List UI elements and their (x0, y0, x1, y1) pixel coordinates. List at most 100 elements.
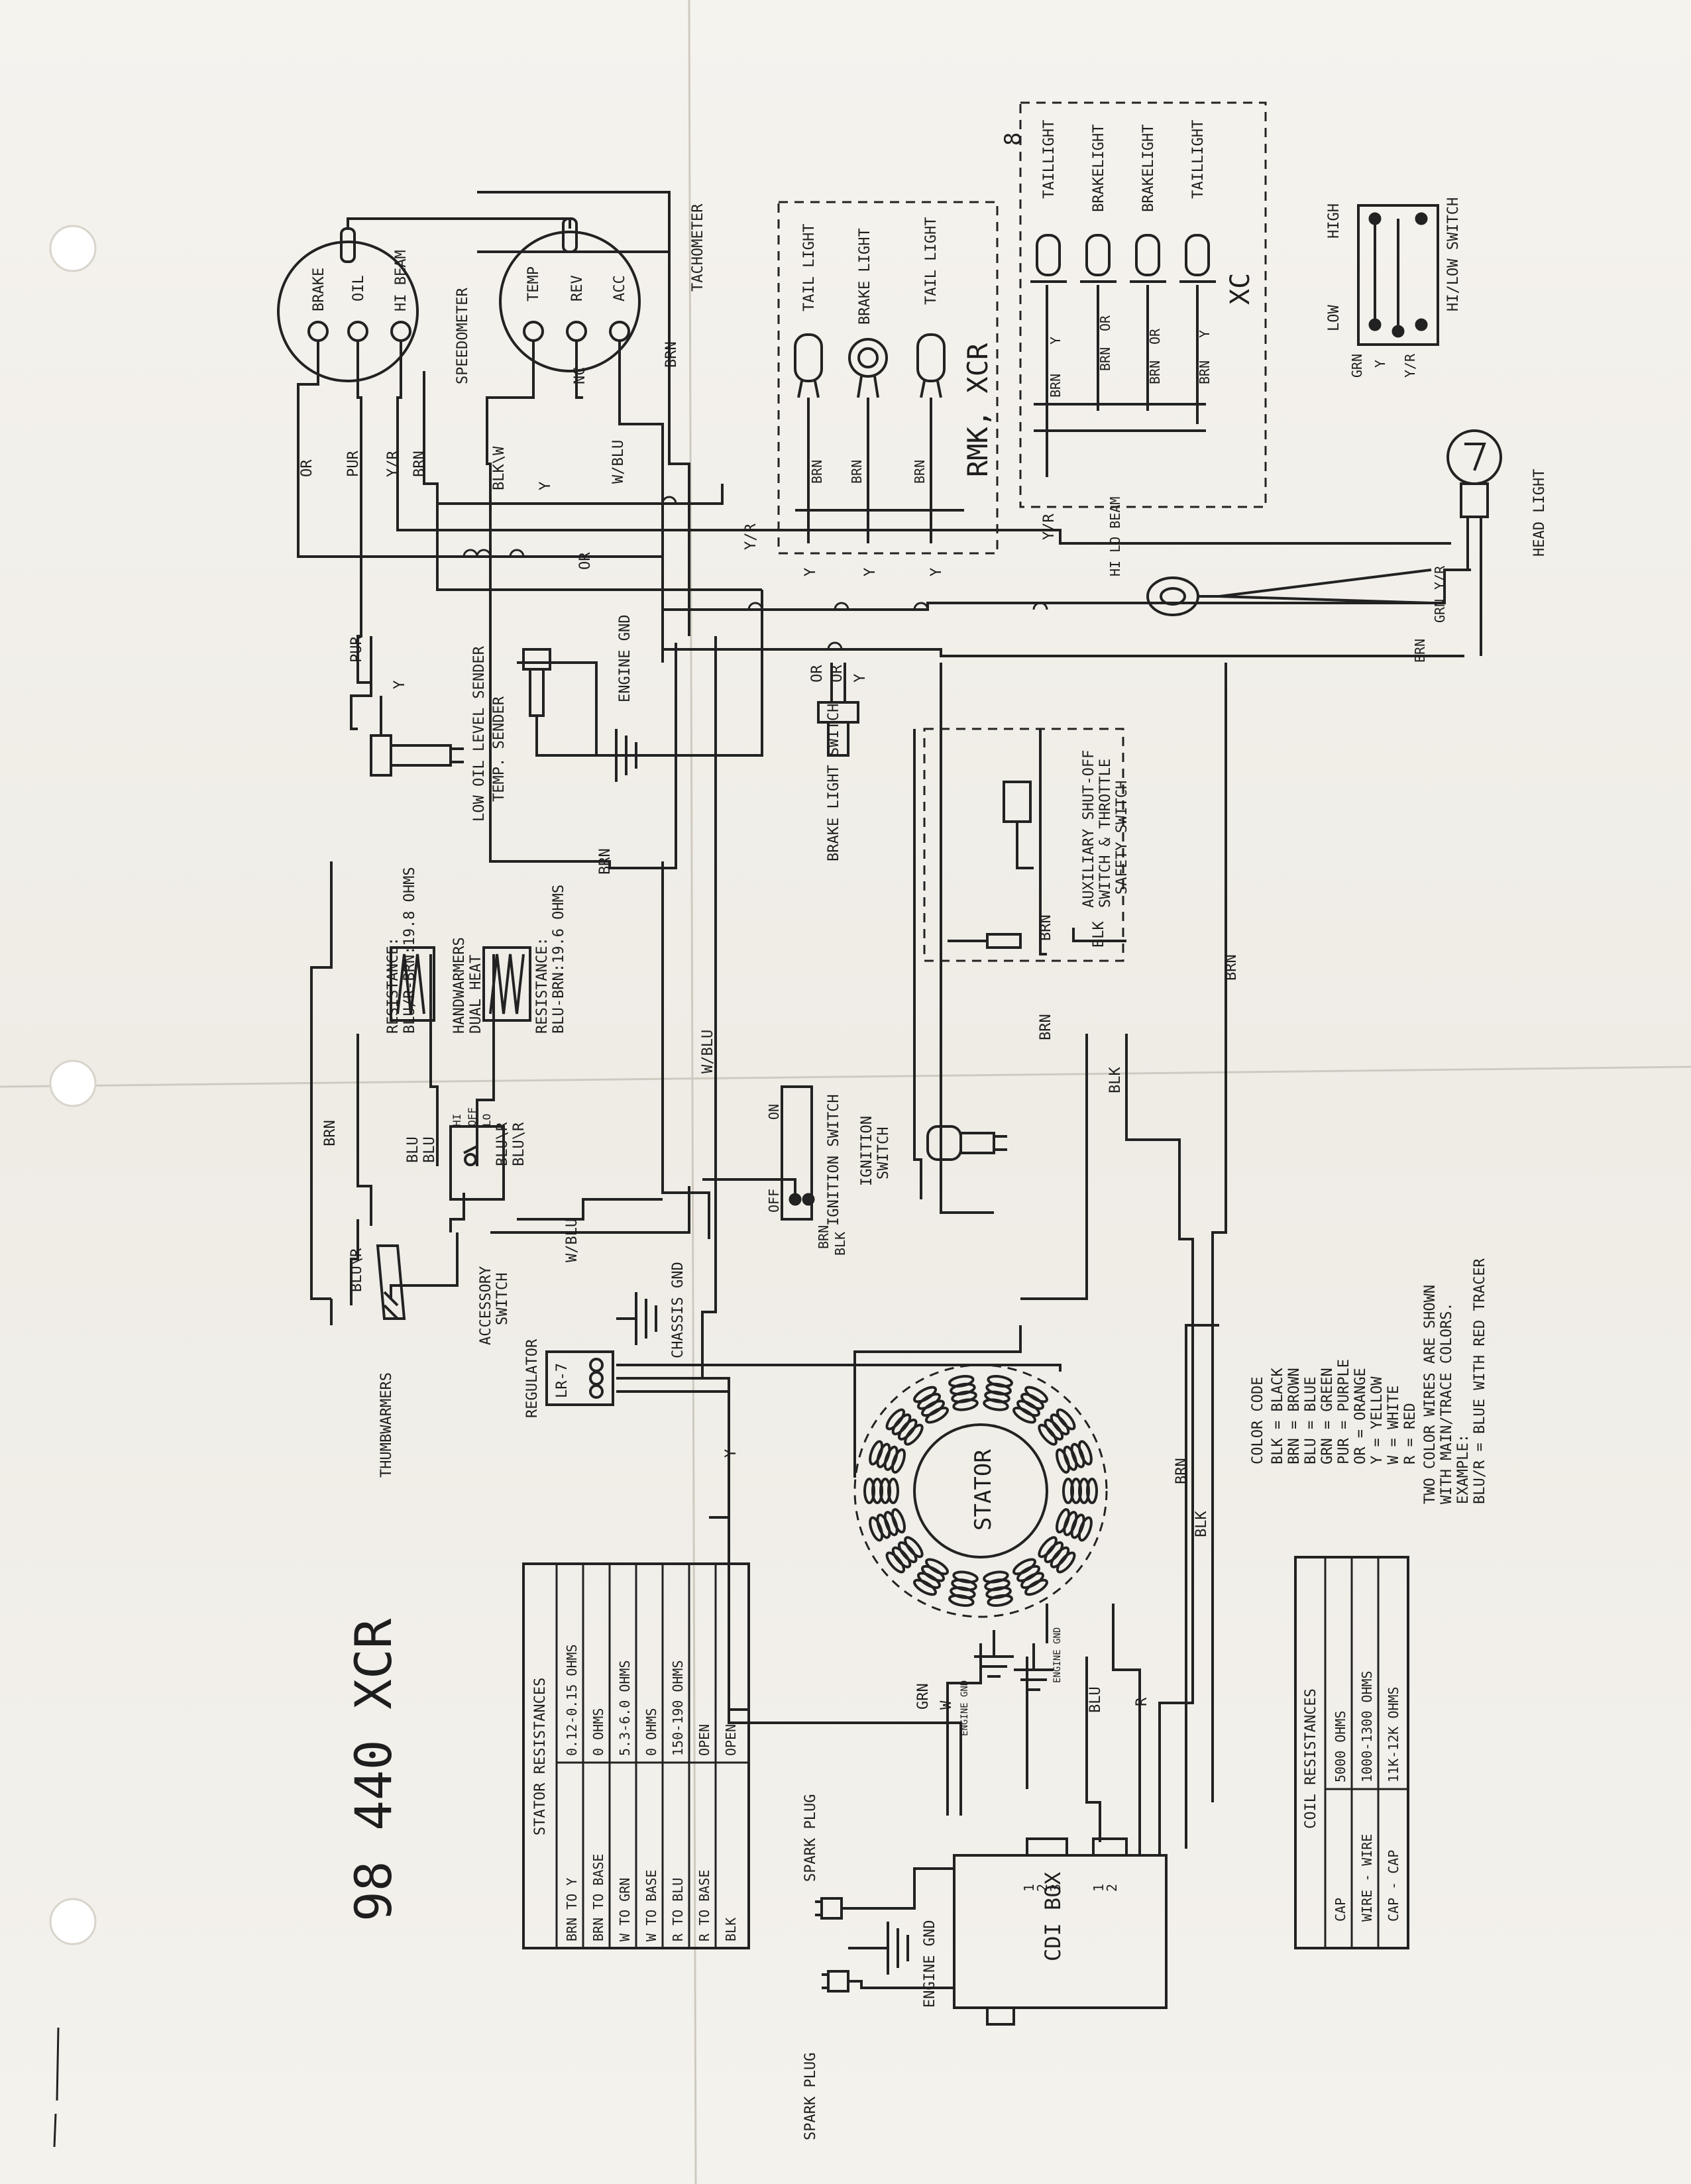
wire-label-blk-aux: BLK (1091, 921, 1107, 948)
wire-label-w-blu-acc: W/BLU (564, 1219, 580, 1262)
rmk-lamp-brake: BRAKE LIGHT (857, 228, 873, 325)
xc-wire-or-2: OR (1147, 328, 1163, 345)
coil-row-0-value: 5000 OHMS (1333, 1711, 1348, 1782)
wire-label-y: Y (537, 482, 554, 490)
aux-safety-switch: AUXILIARY SHUT-OFF SWITCH & THROTTLE SAF… (923, 728, 1130, 962)
ignition-switch-key: IGNITION SWITCH (859, 1116, 1007, 1186)
color-code-entry-0: BLK = BLACK (1270, 1368, 1286, 1464)
hw-res-b-1: RESISTANCE: (534, 937, 551, 1034)
cdi-pin-b1: 1 (1091, 1884, 1107, 1892)
rmk-lamp-tail-1: TAIL LIGHT (801, 224, 818, 311)
rmk-wire-brn-3: BRN (912, 460, 928, 484)
stator-coil (913, 1558, 949, 1596)
wire-label-or-mid: OR (577, 552, 594, 570)
stator-coil (1038, 1408, 1076, 1446)
wire-label-grn-cdi: GRN (915, 1683, 932, 1710)
page-number: 8 (1000, 133, 1026, 146)
xc-wire-brn-1: BRN (1048, 374, 1064, 398)
wire-label-y-sender: Y (392, 681, 408, 689)
xc-lamp-brake-1: BRAKELIGHT (1091, 125, 1107, 212)
paper-fold-vertical (688, 0, 697, 2184)
xc-wire-or-1: OR (1097, 315, 1113, 331)
cdi-pin-a2: 2 (1034, 1884, 1050, 1892)
engine-ground-temp: ENGINE GND (522, 615, 637, 782)
hi-lo-beam-connector: HI LO BEAM Y/R GRN BRN (1107, 497, 1448, 663)
stator-coil (1038, 1536, 1076, 1574)
stator-coil (948, 1374, 979, 1411)
stator: STATOR (853, 1364, 1108, 1618)
thumbwarmers: THUMBWARMERS (376, 1244, 406, 1478)
hilo-wire-y: Y (1372, 360, 1388, 368)
wire-label-pur: PUR (345, 451, 362, 477)
main-harness (297, 219, 1471, 1855)
head-light: HEAD LIGHT (1446, 429, 1548, 656)
color-code-entry-7: W = WHITE (1386, 1386, 1402, 1464)
stator-coil (885, 1408, 924, 1446)
stator-row-3-test: W TO BASE (643, 1870, 659, 1941)
hilo-high-label: HIGH (1326, 203, 1342, 239)
color-code-entry-6: Y = YELLOW (1369, 1376, 1386, 1464)
regulator: LR-7 REGULATOR (524, 1338, 614, 1418)
cdi-pin-a3: 3 (1048, 1884, 1064, 1892)
cdi-box: CDI BOX 1 2 3 1 2 (953, 1837, 1168, 2026)
stator-table-title: STATOR RESISTANCES (532, 1678, 549, 1835)
brake-switch-label-1: BRAKE LIGHT SWITCH (826, 704, 842, 861)
wire-label-blu-b: BLU (421, 1136, 438, 1163)
wire-label-pur-low: PUR (349, 636, 365, 663)
hw-label-2: DUAL HEAT (468, 955, 484, 1034)
stator-coil (885, 1536, 924, 1574)
speedometer-label: SPEEDOMETER (455, 288, 471, 384)
thumbwarmers-label: THUMBWARMERS (378, 1372, 395, 1478)
coil-row-2-value: 11K-12K OHMS (1386, 1687, 1401, 1783)
regulator-part: LR-7 (554, 1363, 571, 1398)
stator-coil (1012, 1558, 1048, 1596)
tachometer-label: TACHOMETER (690, 203, 706, 292)
spark-plug-label-2: SPARK PLUG (802, 2053, 819, 2140)
binder-hole-top (49, 225, 97, 272)
hi-lo-beam-label-hi: HI LO BEAM (1107, 497, 1123, 576)
color-code-entry-1: BRN = BROWN (1286, 1368, 1303, 1464)
wire-label-brn-ign: BRN (816, 1225, 832, 1249)
stator-coil (1012, 1386, 1048, 1424)
rmk-wire-brn-1: BRN (809, 460, 825, 484)
speedometer: BRAKE OIL HI BEAM (277, 227, 419, 382)
stator-coil (948, 1570, 979, 1608)
stator-coil (863, 1478, 899, 1504)
tach-terminal-rev: REV (569, 275, 586, 301)
wire-label-or-brake1: OR (809, 665, 826, 682)
hi-low-switch: LOW HIGH HI/LOW SWITCH GRN Y Y/R (1326, 197, 1462, 378)
cdi-pin-b2: 2 (1104, 1884, 1120, 1892)
stator-coil (1056, 1508, 1093, 1542)
aux-switch-label-1: AUXILIARY SHUT-OFF (1081, 750, 1097, 908)
wire-label-y-brake: Y (852, 674, 869, 682)
stator-coil (983, 1374, 1013, 1411)
wire-label-y-rmk3: Y (928, 568, 945, 576)
tach-terminal-acc: ACC (612, 275, 628, 301)
rmk-xcr-lights: TAIL LIGHT BRAKE LIGHT TAIL LIGHT BRN BR… (777, 201, 999, 555)
stator-row-5-test: R TO BASE (696, 1870, 712, 1941)
xc-lights: TAILLIGHT BRAKELIGHT BRAKELIGHT TAILLIGH… (1019, 101, 1267, 508)
wire-label-blu-r-thumb: BLU\R (349, 1248, 365, 1292)
low-oil-sender-label: LOW OIL LEVEL SENDER (471, 645, 488, 822)
acc-off: OFF (466, 1107, 478, 1126)
wire-label-brn-right: BRN (1223, 954, 1240, 981)
stator-row-0-value: 0.12-0.15 OHMS (564, 1644, 580, 1756)
color-code-note-1: TWO COLOR WIRES ARE SHOWN (1422, 1285, 1439, 1504)
ignition-switch: OFF ON IGNITION SWITCH (766, 1085, 842, 1226)
chassis-ground: CHASSIS GND (616, 1262, 686, 1358)
wire-label-y-rmk1: Y (802, 568, 819, 576)
stator-row-4-value: 150-190 OHMS (670, 1661, 686, 1757)
wire-label-blk-stator: BLK (1193, 1511, 1210, 1537)
beam-wire-brn: BRN (1412, 639, 1428, 663)
color-code-note-3: EXAMPLE: (1455, 1434, 1472, 1504)
beam-wire-grn: GRN (1432, 599, 1448, 623)
coil-table-title: COIL RESISTANCES (1303, 1688, 1319, 1829)
hilo-low-label: LOW (1326, 305, 1342, 331)
tachometer: TEMP REV ACC (499, 217, 641, 372)
wire-label-brn: BRN (411, 451, 428, 477)
stator-row-4-test: R TO BLU (670, 1878, 686, 1941)
speedo-terminal-oil: OIL (351, 275, 367, 301)
wire-label-brn-left: BRN (597, 848, 614, 875)
